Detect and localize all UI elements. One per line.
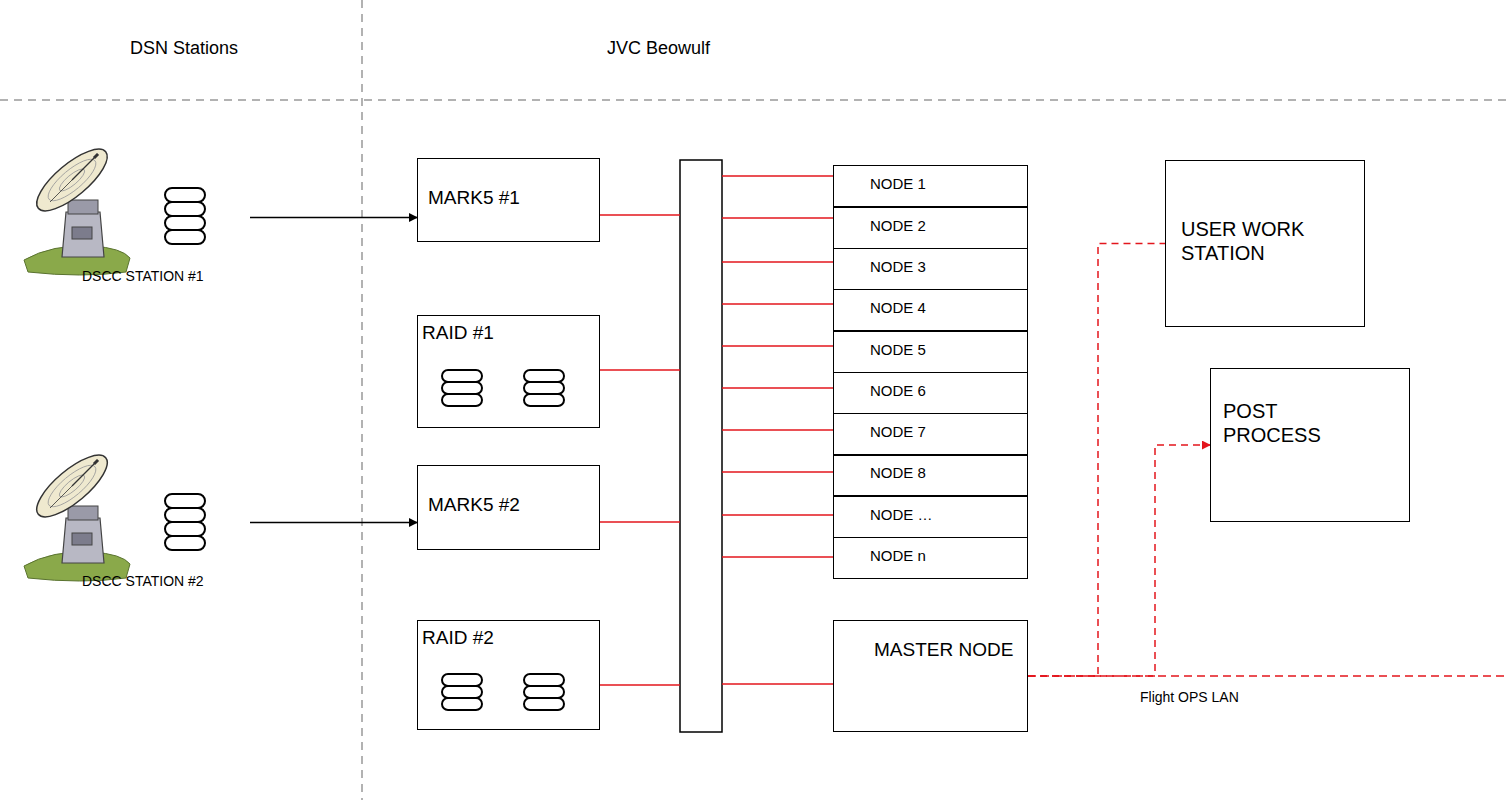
raid-box: RAID #1	[417, 315, 600, 428]
section-heading: DSN Stations	[130, 38, 238, 60]
cluster-node: NODE 4	[833, 289, 1028, 332]
disk-icon	[524, 674, 564, 710]
node-text: RAID #2	[422, 627, 593, 650]
data-flow-arrow	[250, 522, 417, 524]
lan-line	[1028, 675, 1507, 677]
node-text: USER WORK STATION	[1181, 217, 1351, 265]
raid-box: RAID #2	[417, 620, 600, 730]
disk-stack-icon	[165, 494, 205, 550]
recorder-box: MARK5 #1	[417, 158, 600, 242]
antenna-icon	[24, 445, 130, 581]
node-text: NODE 1	[870, 175, 1021, 193]
cluster-node: NODE …	[833, 495, 1028, 538]
disk-icon	[524, 370, 564, 406]
cluster-node: NODE n	[833, 537, 1028, 580]
node-text: NODE 5	[870, 341, 1021, 359]
network-label: Flight OPS LAN	[1140, 689, 1239, 706]
node-text: NODE 8	[870, 464, 1021, 482]
node-text: POST PROCESS	[1223, 399, 1343, 447]
node-text: NODE 2	[870, 217, 1021, 235]
disk-icon	[442, 674, 482, 710]
process-box: POST PROCESS	[1210, 368, 1410, 522]
node-text: RAID #1	[422, 322, 593, 345]
node-text: NODE n	[870, 547, 1021, 565]
node-text: DSCC STATION #1	[82, 268, 244, 285]
disk-icon	[442, 370, 482, 406]
station-label: DSCC STATION #2	[20, 445, 250, 600]
node-text: NODE 4	[870, 299, 1021, 317]
cluster-node: NODE 7	[833, 413, 1028, 456]
station-label: DSCC STATION #1	[20, 140, 250, 295]
node-text: NODE …	[870, 506, 1021, 524]
lan-connector	[1028, 445, 1210, 676]
cluster-node: NODE 1	[833, 165, 1028, 208]
section-divider	[0, 99, 1507, 101]
node-text: NODE 7	[870, 423, 1021, 441]
node-text: MARK5 #1	[428, 187, 593, 210]
node-text: NODE 3	[870, 258, 1021, 276]
network-wire	[600, 176, 833, 685]
section-divider	[361, 0, 363, 800]
cluster-node: NODE 5	[833, 330, 1028, 373]
cluster-node: NODE 3	[833, 248, 1028, 291]
node-text: MARK5 #2	[428, 494, 593, 517]
recorder-box: MARK5 #2	[417, 465, 600, 550]
cluster-node: NODE 6	[833, 372, 1028, 415]
node-text: MASTER NODE	[874, 639, 1021, 662]
data-flow-arrow	[250, 217, 417, 219]
disk-stack-icon	[165, 188, 205, 244]
lan-connector	[1028, 244, 1165, 677]
master-node-box: MASTER NODE	[833, 620, 1028, 732]
node-text: DSCC STATION #2	[82, 573, 244, 590]
node-text: NODE 6	[870, 382, 1021, 400]
antenna-icon	[24, 139, 130, 275]
network-switch	[680, 160, 722, 732]
workstation-box: USER WORK STATION	[1165, 160, 1365, 327]
section-heading: JVC Beowulf	[607, 38, 710, 60]
cluster-node: NODE 2	[833, 206, 1028, 249]
cluster-node: NODE 8	[833, 454, 1028, 497]
